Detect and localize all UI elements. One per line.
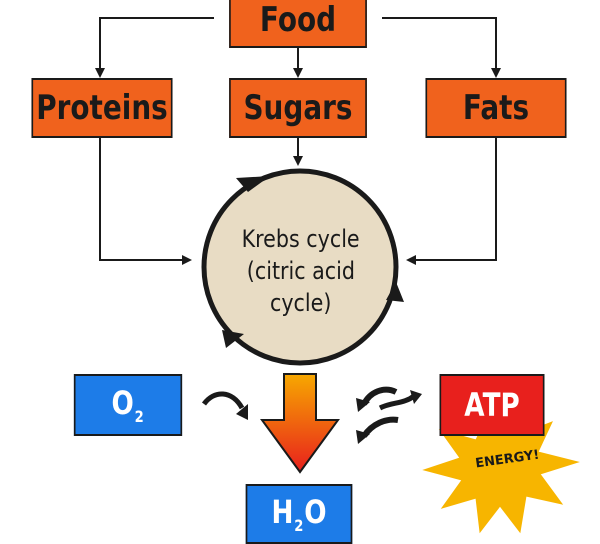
fats-label: Fats: [462, 88, 530, 128]
oxygen-box: O2: [73, 374, 183, 436]
cycle-arrowhead-top: [236, 176, 270, 192]
oxygen-label: O2: [111, 384, 144, 426]
water-symbol-h: H: [271, 493, 294, 531]
water-box: H2O: [245, 484, 353, 544]
food-to-proteins-arrow: [95, 17, 214, 78]
atp-curved-arrows-icon: [356, 386, 422, 444]
oxygen-subscript: 2: [134, 407, 144, 426]
food-to-fats-arrow: [382, 17, 501, 78]
o2-curved-arrow-icon: [201, 391, 248, 420]
krebs-cycle-circle: [201, 168, 399, 366]
water-symbol-o: O: [304, 493, 327, 531]
sugars-box: Sugars: [229, 78, 367, 138]
atp-box: ATP: [439, 374, 545, 436]
proteins-label: Proteins: [36, 88, 168, 128]
proteins-to-krebs-arrow: [99, 138, 192, 265]
water-label: H2O: [271, 493, 326, 535]
krebs-line-1: Krebs cycle: [241, 225, 361, 253]
cycle-arrowhead-bottom: [222, 330, 244, 348]
krebs-line-3: cycle): [270, 289, 332, 317]
food-branch-arrows: [95, 17, 501, 78]
feed-arrows: [99, 138, 497, 265]
sugars-label: Sugars: [243, 88, 353, 128]
food-label: Food: [259, 0, 337, 40]
water-subscript: 2: [294, 516, 304, 535]
krebs-line-2: (citric acid: [246, 257, 356, 285]
proteins-box: Proteins: [31, 78, 173, 138]
cycle-arrowheads: [222, 176, 404, 348]
atp-label: ATP: [464, 386, 520, 424]
oxygen-symbol: O: [111, 384, 134, 422]
krebs-to-h2o-arrow: [260, 373, 340, 474]
fats-to-krebs-arrow: [406, 138, 497, 265]
cycle-arrowhead-right: [386, 282, 404, 302]
food-box: Food: [229, 0, 367, 48]
krebs-cycle-label: Krebs cycle (citric acid cycle): [204, 196, 398, 346]
fats-box: Fats: [425, 78, 567, 138]
